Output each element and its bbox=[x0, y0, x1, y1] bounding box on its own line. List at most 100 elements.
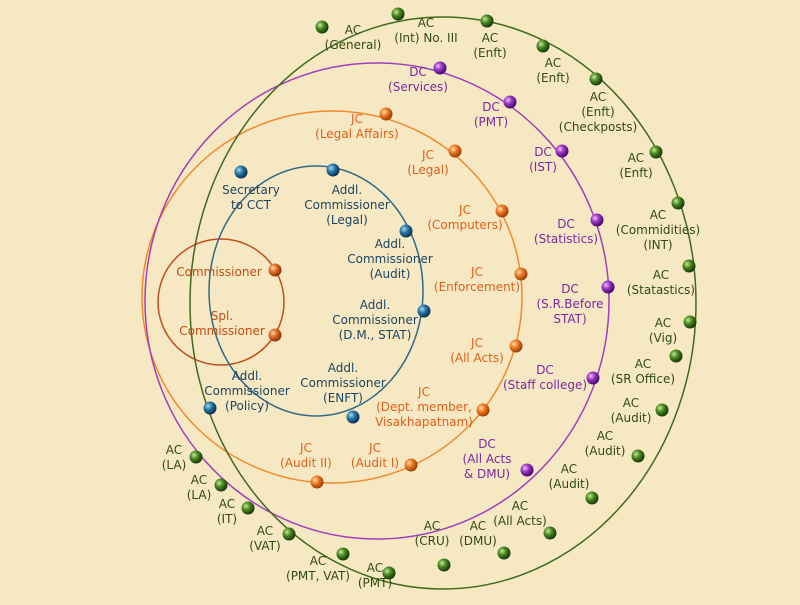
commissioner-node-label-line: Spl. bbox=[211, 309, 233, 323]
ac-node-label-line: (LA) bbox=[187, 488, 212, 502]
commissioner-node: Spl.Commissioner bbox=[179, 309, 282, 342]
ac-node-label-line: AC bbox=[653, 268, 669, 282]
jc-node-bullet bbox=[509, 339, 523, 353]
addl-node-label-line: Secretary bbox=[222, 183, 280, 197]
ac-node: AC(All Acts) bbox=[493, 499, 557, 540]
ac-node-bullet bbox=[382, 566, 396, 580]
ac-node-bullet bbox=[683, 315, 697, 329]
jc-node-label-line: JC bbox=[470, 336, 483, 350]
addl-node-label-line: (Policy) bbox=[225, 399, 269, 413]
jc-node-label-line: JC bbox=[417, 385, 430, 399]
ac-node-label-line: (IT) bbox=[217, 512, 237, 526]
jc-node-label-line: JC bbox=[470, 265, 483, 279]
addl-node-label-line: Commissioner bbox=[300, 376, 386, 390]
ac-node: AC(CRU) bbox=[415, 519, 451, 572]
ac-node-label: AC(PMT) bbox=[358, 561, 392, 590]
dc-node-label-line: DC bbox=[534, 145, 552, 159]
jc-node-label: JC(Audit II) bbox=[280, 441, 332, 470]
ac-node: AC(Enft) bbox=[619, 145, 663, 180]
jc-node-label: JC(Legal) bbox=[407, 148, 449, 177]
dc-node-label: DC(Statistics) bbox=[534, 217, 598, 246]
ac-node-label-line: (Vig) bbox=[649, 331, 677, 345]
addl-node-label-line: Commissioner bbox=[304, 198, 390, 212]
ac-node-label-line: (Enft) bbox=[473, 46, 506, 60]
commissioner-node-label: Commissioner bbox=[176, 265, 262, 279]
commissioner-node-bullet bbox=[268, 328, 282, 342]
commissioner-node-label: Spl.Commissioner bbox=[179, 309, 265, 338]
dc-node-label: DC(IST) bbox=[529, 145, 557, 174]
ac-node-bullet bbox=[585, 491, 599, 505]
jc-node-label-line: JC bbox=[350, 112, 363, 126]
addl-node-bullet bbox=[417, 304, 431, 318]
ac-node-label-line: (INT) bbox=[643, 238, 672, 252]
ring-jc bbox=[141, 110, 523, 484]
ac-node-label: AC(VAT) bbox=[249, 524, 280, 553]
ac-node-bullet bbox=[669, 349, 683, 363]
ac-node-bullet bbox=[189, 450, 203, 464]
dc-node-label-line: & DMU) bbox=[464, 467, 510, 481]
addl-node-label-line: to CCT bbox=[231, 198, 272, 212]
ac-node-bullet bbox=[437, 558, 451, 572]
ac-node-label: AC(Audit) bbox=[611, 396, 652, 425]
dc-node-label: DC(Staff college) bbox=[503, 363, 587, 392]
ac-node-label-line: (General) bbox=[325, 38, 382, 52]
ac-node-label-line: AC bbox=[655, 316, 671, 330]
jc-node-label-line: (Legal Affairs) bbox=[315, 127, 399, 141]
jc-node-label-line: JC bbox=[421, 148, 434, 162]
jc-node: JC(Legal) bbox=[407, 144, 462, 177]
jc-node-bullet bbox=[404, 458, 418, 472]
ac-node-label: AC(Commidities)(INT) bbox=[616, 208, 700, 252]
addl-node-label-line: (ENFT) bbox=[323, 391, 363, 405]
addl-node-label-line: Addl. bbox=[375, 237, 405, 251]
ac-node-label: AC(Enft) bbox=[473, 31, 506, 60]
jc-node-bullet bbox=[448, 144, 462, 158]
ac-node: AC(Enft)(Checkposts) bbox=[559, 72, 637, 134]
ac-node-label: AC(General) bbox=[325, 23, 382, 52]
jc-node-label-line: Visakhapatnam) bbox=[375, 415, 473, 429]
ac-node-bullet bbox=[682, 259, 696, 273]
addl-node-bullet bbox=[399, 224, 413, 238]
commissioner-node-label-line: Commissioner bbox=[176, 265, 262, 279]
ac-node-label-line: AC bbox=[628, 151, 644, 165]
dc-node-bullet bbox=[555, 144, 569, 158]
ac-node-label: AC(PMT, VAT) bbox=[286, 554, 350, 583]
jc-node-label-line: JC bbox=[458, 203, 471, 217]
jc-node-label: JC(Computers) bbox=[427, 203, 502, 232]
jc-node-label: JC(Enforcement) bbox=[434, 265, 520, 294]
dc-node-label-line: (Statistics) bbox=[534, 232, 598, 246]
ac-node-bullet bbox=[282, 527, 296, 541]
dc-node-bullet bbox=[586, 371, 600, 385]
ac-node-label: AC(LA) bbox=[187, 473, 212, 502]
dc-node-bullet bbox=[520, 463, 534, 477]
ac-node: AC(Audit) bbox=[585, 429, 645, 463]
ac-node: AC(General) bbox=[315, 20, 382, 52]
ac-node-bullet bbox=[671, 196, 685, 210]
dc-node-label-line: (PMT) bbox=[474, 115, 508, 129]
addl-node-label-line: Commissioner bbox=[204, 384, 290, 398]
ac-node-label-line: (VAT) bbox=[249, 539, 280, 553]
dc-node-label-line: DC bbox=[482, 100, 500, 114]
dc-node: DC(Staff college) bbox=[503, 363, 600, 392]
dc-node: DC(IST) bbox=[529, 144, 569, 174]
ac-node-label-line: AC bbox=[418, 16, 434, 30]
jc-node: JC(Audit I) bbox=[351, 441, 418, 472]
ac-node-label: AC(IT) bbox=[217, 497, 237, 526]
ac-node: AC(Enft) bbox=[536, 39, 570, 85]
ac-node: AC(VAT) bbox=[249, 524, 296, 553]
dc-node-label-line: DC bbox=[536, 363, 554, 377]
ac-node: AC(DMU) bbox=[459, 519, 511, 560]
addl-node-label-line: (Audit) bbox=[370, 267, 411, 281]
addl-node-label-line: Addl. bbox=[328, 361, 358, 375]
ac-node-bullet bbox=[543, 526, 557, 540]
ac-node-bullet bbox=[480, 14, 494, 28]
ac-node-label-line: AC bbox=[191, 473, 207, 487]
addl-node-label-line: Addl. bbox=[232, 369, 262, 383]
ac-node-label-line: (Checkposts) bbox=[559, 120, 637, 134]
ac-node-label: AC(LA) bbox=[162, 443, 187, 472]
ac-node-label-line: (DMU) bbox=[459, 534, 497, 548]
addl-node-label-line: Commissioner bbox=[332, 313, 418, 327]
ac-node: AC(PMT) bbox=[358, 561, 396, 590]
jc-node-label-line: (Dept. member, bbox=[376, 400, 472, 414]
